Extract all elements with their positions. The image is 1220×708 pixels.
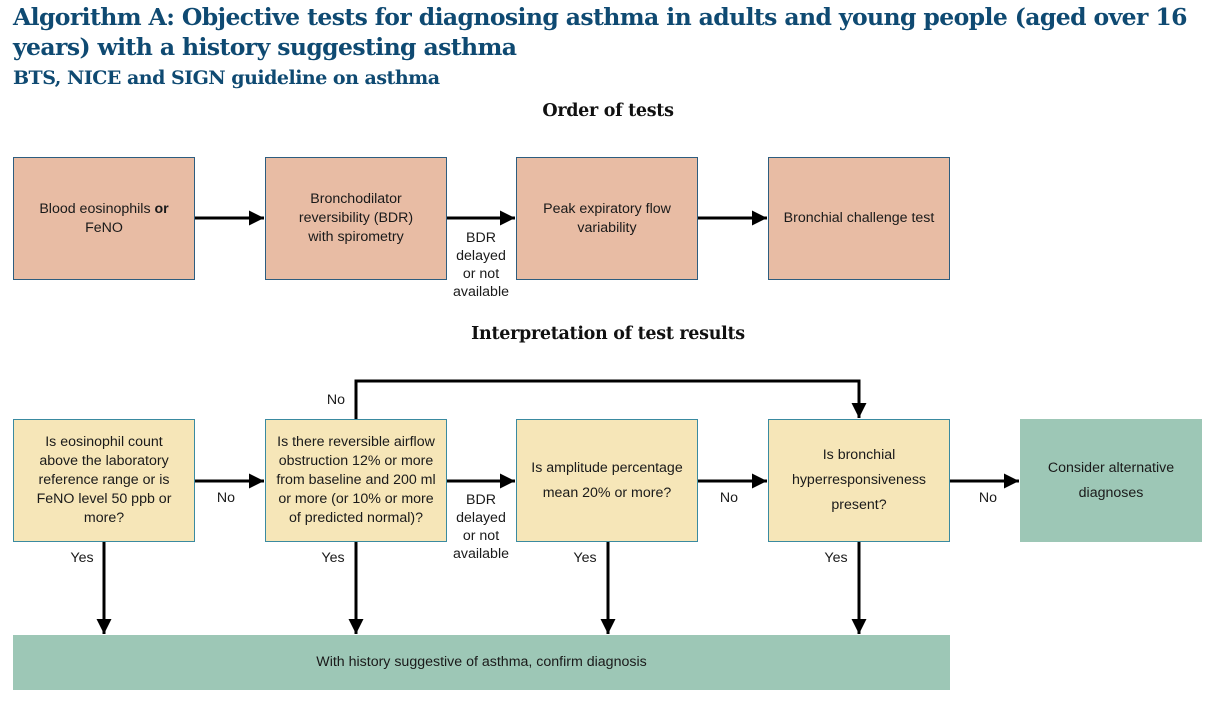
outcome-confirm-diagnosis: With history suggestive of asthma, confi… [13, 635, 950, 690]
outcome-label: With history suggestive of asthma, confi… [316, 654, 647, 670]
edge-label-no-1: No [216, 490, 236, 506]
edge-label-no-4: No [978, 490, 998, 506]
bdr-delayed-label: BDR delayed or not available [452, 230, 509, 300]
question-amplitude-percentage: Is amplitude percentage mean 20% or more… [516, 419, 698, 542]
question-label: Is eosinophil count above the laboratory… [36, 434, 172, 526]
step-label: Peak expiratory flow variability [543, 200, 671, 236]
step-bronchial-challenge: Bronchial challenge test [768, 157, 950, 280]
question-bronchial-hyperresponsiveness: Is bronchial hyperresponsiveness present… [768, 419, 950, 542]
edge-label-no-top: No [326, 392, 346, 408]
edge-label-yes-2: Yes [321, 550, 345, 566]
question-label: Is there reversible airflow obstruction … [276, 434, 436, 526]
step-label: Bronchodilator reversibility (BDR) with … [298, 191, 414, 245]
question-eosinophil-feno: Is eosinophil count above the laboratory… [13, 419, 195, 542]
outcome-label: Consider alternative diagnoses [1047, 459, 1175, 501]
question-label: Is amplitude percentage mean 20% or more… [531, 459, 683, 501]
step-blood-eosinophils-feno: Blood eosinophils or FeNO [13, 157, 195, 280]
step-peak-expiratory-flow: Peak expiratory flow variability [516, 157, 698, 280]
step-label: Blood eosinophils or FeNO [39, 200, 169, 236]
outcome-consider-alternative: Consider alternative diagnoses [1020, 419, 1202, 542]
step-bronchodilator-reversibility: Bronchodilator reversibility (BDR) with … [265, 157, 447, 280]
page-title: Algorithm A: Objective tests for diagnos… [13, 3, 1187, 61]
question-label: Is bronchial hyperresponsiveness present… [791, 447, 927, 513]
edge-label-yes-4: Yes [824, 550, 848, 566]
interpretation-heading: Interpretation of test results [471, 324, 745, 344]
arrow-q2-no-to-q4 [354, 379, 867, 419]
step-label: Bronchial challenge test [783, 210, 935, 226]
edge-label-yes-3: Yes [573, 550, 597, 566]
question-reversible-airflow: Is there reversible airflow obstruction … [265, 419, 447, 542]
edge-label-yes-1: Yes [70, 550, 94, 566]
order-of-tests-heading: Order of tests [542, 101, 674, 121]
edge-label-bdr-delayed: BDR delayed or not available [452, 492, 509, 562]
edge-label-no-3: No [719, 490, 739, 506]
page-subtitle: BTS, NICE and SIGN guideline on asthma [13, 67, 440, 89]
